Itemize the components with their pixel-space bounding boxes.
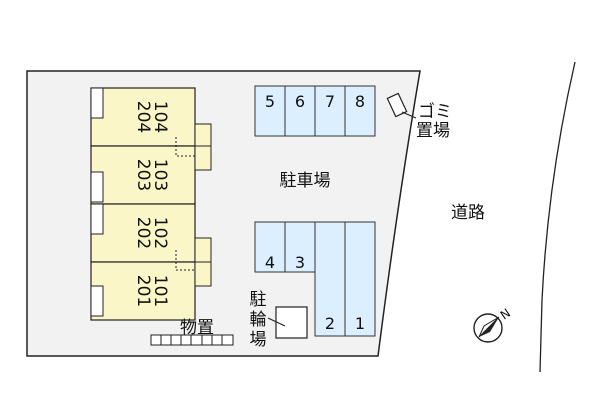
parking-lot-label: 駐車場 bbox=[280, 171, 331, 191]
bicycle-label-3: 場 bbox=[250, 330, 267, 350]
garbage-leader bbox=[401, 111, 417, 119]
apartment-building: 204 104 203 103 202 102 201 101 bbox=[90, 87, 212, 321]
parking-space-8 bbox=[344, 85, 376, 137]
unit-number-101: 101 bbox=[150, 275, 170, 307]
bicycle-parking: 駐 輪 場 bbox=[250, 290, 308, 350]
unit-number-204: 204 bbox=[133, 101, 153, 133]
garbage-label-line2: 置場 bbox=[416, 121, 450, 141]
unit-number-201: 201 bbox=[133, 275, 153, 307]
unit-number-102: 102 bbox=[150, 217, 170, 249]
parking-space-6 bbox=[284, 85, 316, 137]
unit-block-202-102 bbox=[90, 203, 196, 263]
bicycle-parking-box bbox=[275, 306, 308, 339]
parking-number-5: 5 bbox=[265, 92, 275, 111]
north-compass-icon: N bbox=[473, 306, 513, 343]
parking-row-bottom: 4 3 2 1 bbox=[254, 221, 376, 337]
parking-space-2 bbox=[314, 221, 346, 337]
parking-row-top: 5 6 7 8 bbox=[254, 85, 376, 137]
unit-number-203: 203 bbox=[133, 159, 153, 191]
unit-block-201-101 bbox=[90, 261, 196, 321]
parking-space-1 bbox=[344, 221, 376, 337]
parking-number-3: 3 bbox=[295, 253, 305, 272]
unit-balcony-204-104 bbox=[90, 87, 104, 119]
unit-annex-203-103 bbox=[194, 145, 212, 171]
bicycle-label-1: 駐 bbox=[250, 290, 267, 310]
unit-balcony-202-102 bbox=[90, 203, 104, 235]
parking-space-5 bbox=[254, 85, 286, 137]
bicycle-label-2: 輪 bbox=[250, 310, 267, 330]
parking-number-8: 8 bbox=[355, 92, 365, 111]
garbage-area: ゴミ 置場 bbox=[386, 92, 452, 141]
storage-shed-dividers bbox=[160, 335, 223, 345]
unit-annex-202-102 bbox=[194, 237, 212, 263]
parking-space-7 bbox=[314, 85, 346, 137]
unit-balcony-201-101 bbox=[90, 285, 104, 317]
road-label: 道路 bbox=[451, 203, 485, 223]
parking-number-1: 1 bbox=[355, 314, 365, 333]
unit-number-104: 104 bbox=[150, 101, 170, 133]
bicycle-leader bbox=[267, 317, 286, 327]
unit-number-103: 103 bbox=[150, 159, 170, 191]
unit-stair-201 bbox=[175, 250, 195, 271]
parking-number-2: 2 bbox=[325, 314, 335, 333]
unit-block-204-104 bbox=[90, 87, 196, 147]
unit-number-202: 202 bbox=[133, 217, 153, 249]
parking-space-4 bbox=[254, 221, 286, 273]
storage-label: 物置 bbox=[180, 318, 214, 338]
unit-annex-204-104 bbox=[194, 123, 212, 149]
road-edge bbox=[539, 61, 576, 373]
parking-number-7: 7 bbox=[325, 92, 335, 111]
parking-number-6: 6 bbox=[295, 92, 305, 111]
storage-shed bbox=[150, 334, 234, 346]
storage-area: 物置 bbox=[150, 318, 234, 346]
parking-number-4: 4 bbox=[265, 253, 275, 272]
garbage-box bbox=[386, 92, 408, 118]
garbage-label-line1: ゴミ bbox=[418, 101, 452, 122]
unit-balcony-203-103 bbox=[90, 171, 104, 203]
unit-annex-201-101 bbox=[194, 261, 212, 287]
